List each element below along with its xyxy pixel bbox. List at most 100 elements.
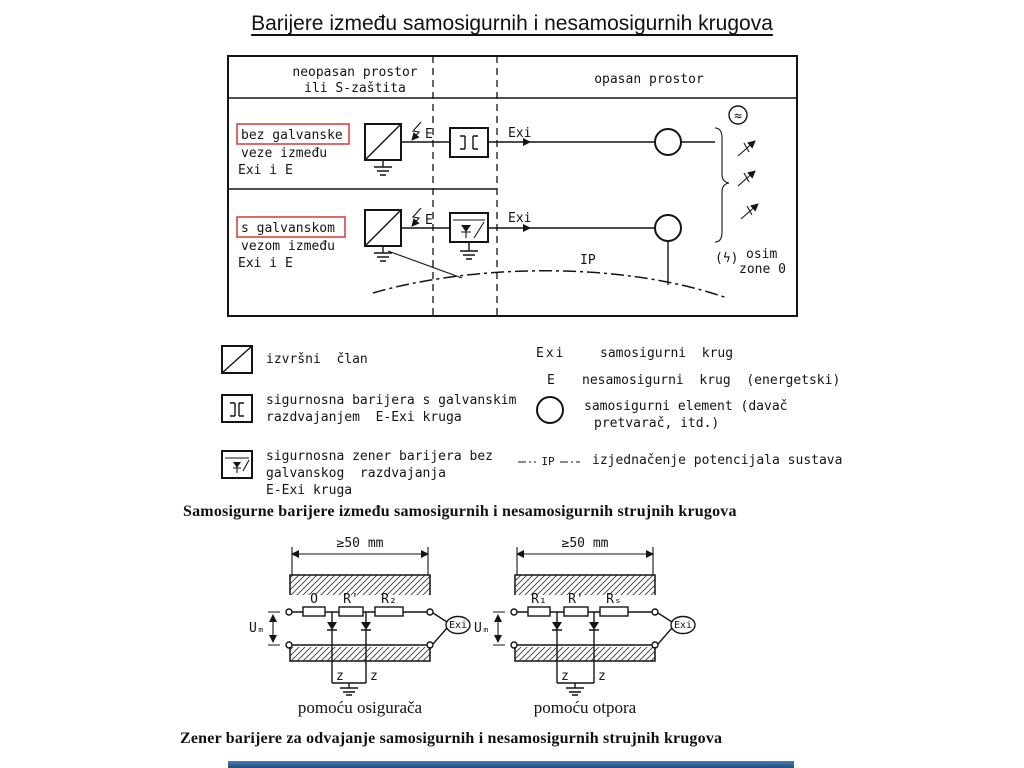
row1-label-line3: Exi i E: [238, 163, 293, 178]
legend-item-galvanic-barrier: sigurnosna barijera s galvanskim razdvaj…: [266, 392, 516, 426]
zener-barrier-legend-icon: [221, 450, 253, 479]
isolation-brackets-icon: [460, 135, 478, 150]
terminal: [510, 608, 518, 616]
resistor-symbol: [338, 606, 364, 617]
actuator-diagonal: [364, 209, 402, 247]
header-safe-zone-line1: neopasan prostor: [292, 65, 417, 80]
zener-diode-icon: [552, 612, 562, 645]
ground-icon: [340, 687, 358, 696]
dimension-extensions: [516, 547, 654, 575]
adjustable-element-icon: [740, 203, 759, 220]
galvanic-barrier-legend-icon: [221, 394, 253, 423]
circuit-channel: [287, 595, 433, 647]
legend-element-line2: pretvarač, itd.): [594, 416, 720, 431]
ground-stems: [556, 645, 595, 688]
caption-zener-barriers: Zener barijere za odvajanje samosigurnih…: [180, 730, 723, 747]
z-label: z: [561, 669, 569, 684]
legend-galvanic-line1: sigurnosna barijera s galvanskim: [266, 393, 517, 408]
row2-label-line2: vezom između: [241, 239, 335, 254]
red-highlight-box: [236, 216, 346, 238]
zener-barrier-fuse-diagram: ≥50 mm O R' R₂: [249, 536, 471, 696]
ground-icon: [566, 687, 584, 696]
slide-footer-accent-bar: [228, 761, 794, 768]
diagram-frame: [227, 55, 798, 317]
terminal: [426, 641, 434, 649]
adjustable-element-icon: [737, 170, 756, 187]
row-no-galvanic-connection: bez galvanske veze između Exi i E E Exi: [236, 121, 715, 178]
ac-glyph: ≈: [734, 109, 742, 124]
legend-exi-term: Exi: [536, 346, 566, 361]
zener-diode-icon: [361, 612, 371, 645]
ip-line-legend-icon: IP: [518, 455, 580, 468]
resistor-symbol: [563, 606, 589, 617]
row1-label-line2: veze između: [241, 146, 327, 161]
terminal: [651, 641, 659, 649]
diode-cathode-and-slash: [461, 221, 485, 239]
red-highlight-box: [236, 123, 350, 145]
exi-label: Exi: [674, 620, 692, 631]
output-leads: [657, 612, 673, 645]
z-label: z: [370, 669, 378, 684]
exi-label: Exi: [449, 620, 467, 631]
legend-e-term: E: [547, 373, 557, 388]
note-osim: osim: [746, 247, 777, 262]
exi-terminal: [670, 615, 696, 635]
lightning-icon: [411, 207, 422, 227]
legend-e-def: nesamosigurni krug (energetski): [582, 373, 841, 388]
row-with-galvanic-connection: s galvanskom vezom između Exi i E E Exi …: [236, 207, 728, 299]
row2-label-line3: Exi i E: [238, 256, 293, 271]
legend-item-field-element: samosigurni element (davač pretvarač, it…: [584, 398, 788, 432]
resistor-symbol: [527, 606, 551, 617]
ground-stems: [331, 645, 367, 688]
bonding-conductor: [387, 250, 463, 279]
field-element-symbol: [654, 128, 682, 156]
barrier-zones-diagram: neopasan prostor ili S-zaštita opasan pr…: [227, 55, 798, 317]
legend-ip-def: izjednačenje potencijala sustava: [592, 453, 843, 468]
component-label: Rₛ: [606, 592, 622, 607]
resistor-symbol: [599, 606, 629, 617]
brace: [714, 127, 730, 243]
header-safe-zone-line2: ili S-zaštita: [304, 81, 406, 96]
legend-zener-line1: sigurnosna zener barijera bez: [266, 449, 493, 464]
component-label: R₂: [381, 592, 397, 607]
bolt-note: (ϟ): [715, 251, 738, 266]
circuit-channel: [512, 595, 658, 647]
fuse-symbol: [302, 606, 326, 617]
terminal: [426, 608, 434, 616]
caption-resistor-type: pomoću otpora: [533, 698, 637, 717]
potential-equalization-line: [372, 270, 728, 299]
row1-e-label: E: [425, 127, 433, 142]
row1-exi-label: Exi: [508, 126, 531, 141]
field-element-legend-icon: [536, 396, 564, 424]
lightning-icon: [411, 121, 422, 141]
z-label: z: [336, 669, 344, 684]
zener-barrier-diagrams: ≥50 mm O R' R₂: [249, 536, 696, 696]
legend-element-line1: samosigurni element (davač: [584, 399, 788, 414]
um-label: Uₘ: [249, 621, 265, 636]
caption-safety-barriers: Samosigurne barijere između samosigurnih…: [183, 503, 737, 520]
dimension-label: ≥50 mm: [337, 536, 384, 551]
z-label: z: [598, 669, 606, 684]
component-label: R': [568, 592, 584, 607]
row2-e-label: E: [425, 213, 433, 228]
legend-zener-line2: galvanskog razdvajanja: [266, 466, 447, 481]
zener-barrier-resistor-diagram: ≥50 mm R₁ R' Rₛ: [474, 536, 696, 696]
galvanic-barrier-symbol: [449, 127, 489, 158]
adjustable-element-icon: [737, 140, 756, 157]
dimension-label: ≥50 mm: [562, 536, 609, 551]
legend-item-zener-barrier: sigurnosna zener barijera bez galvanskog…: [266, 448, 493, 499]
ground-icon: [374, 160, 392, 176]
row1-label-boxed: bez galvanske: [241, 128, 343, 143]
terminal: [510, 641, 518, 649]
um-ticks: [268, 611, 280, 646]
zener-diode-icon: [327, 612, 337, 645]
actuator-diagonal: [364, 123, 402, 161]
field-devices-group: ≈ (ϟ) osim zone 0: [714, 105, 786, 277]
zener-diode-icon: [589, 612, 599, 645]
um-ticks: [493, 611, 505, 646]
page-title: Barijere između samosigurnih i nesamosig…: [251, 12, 773, 35]
resistor-symbol: [374, 606, 404, 617]
exi-terminal: [445, 615, 471, 635]
actuator-legend-icon: [221, 345, 253, 374]
